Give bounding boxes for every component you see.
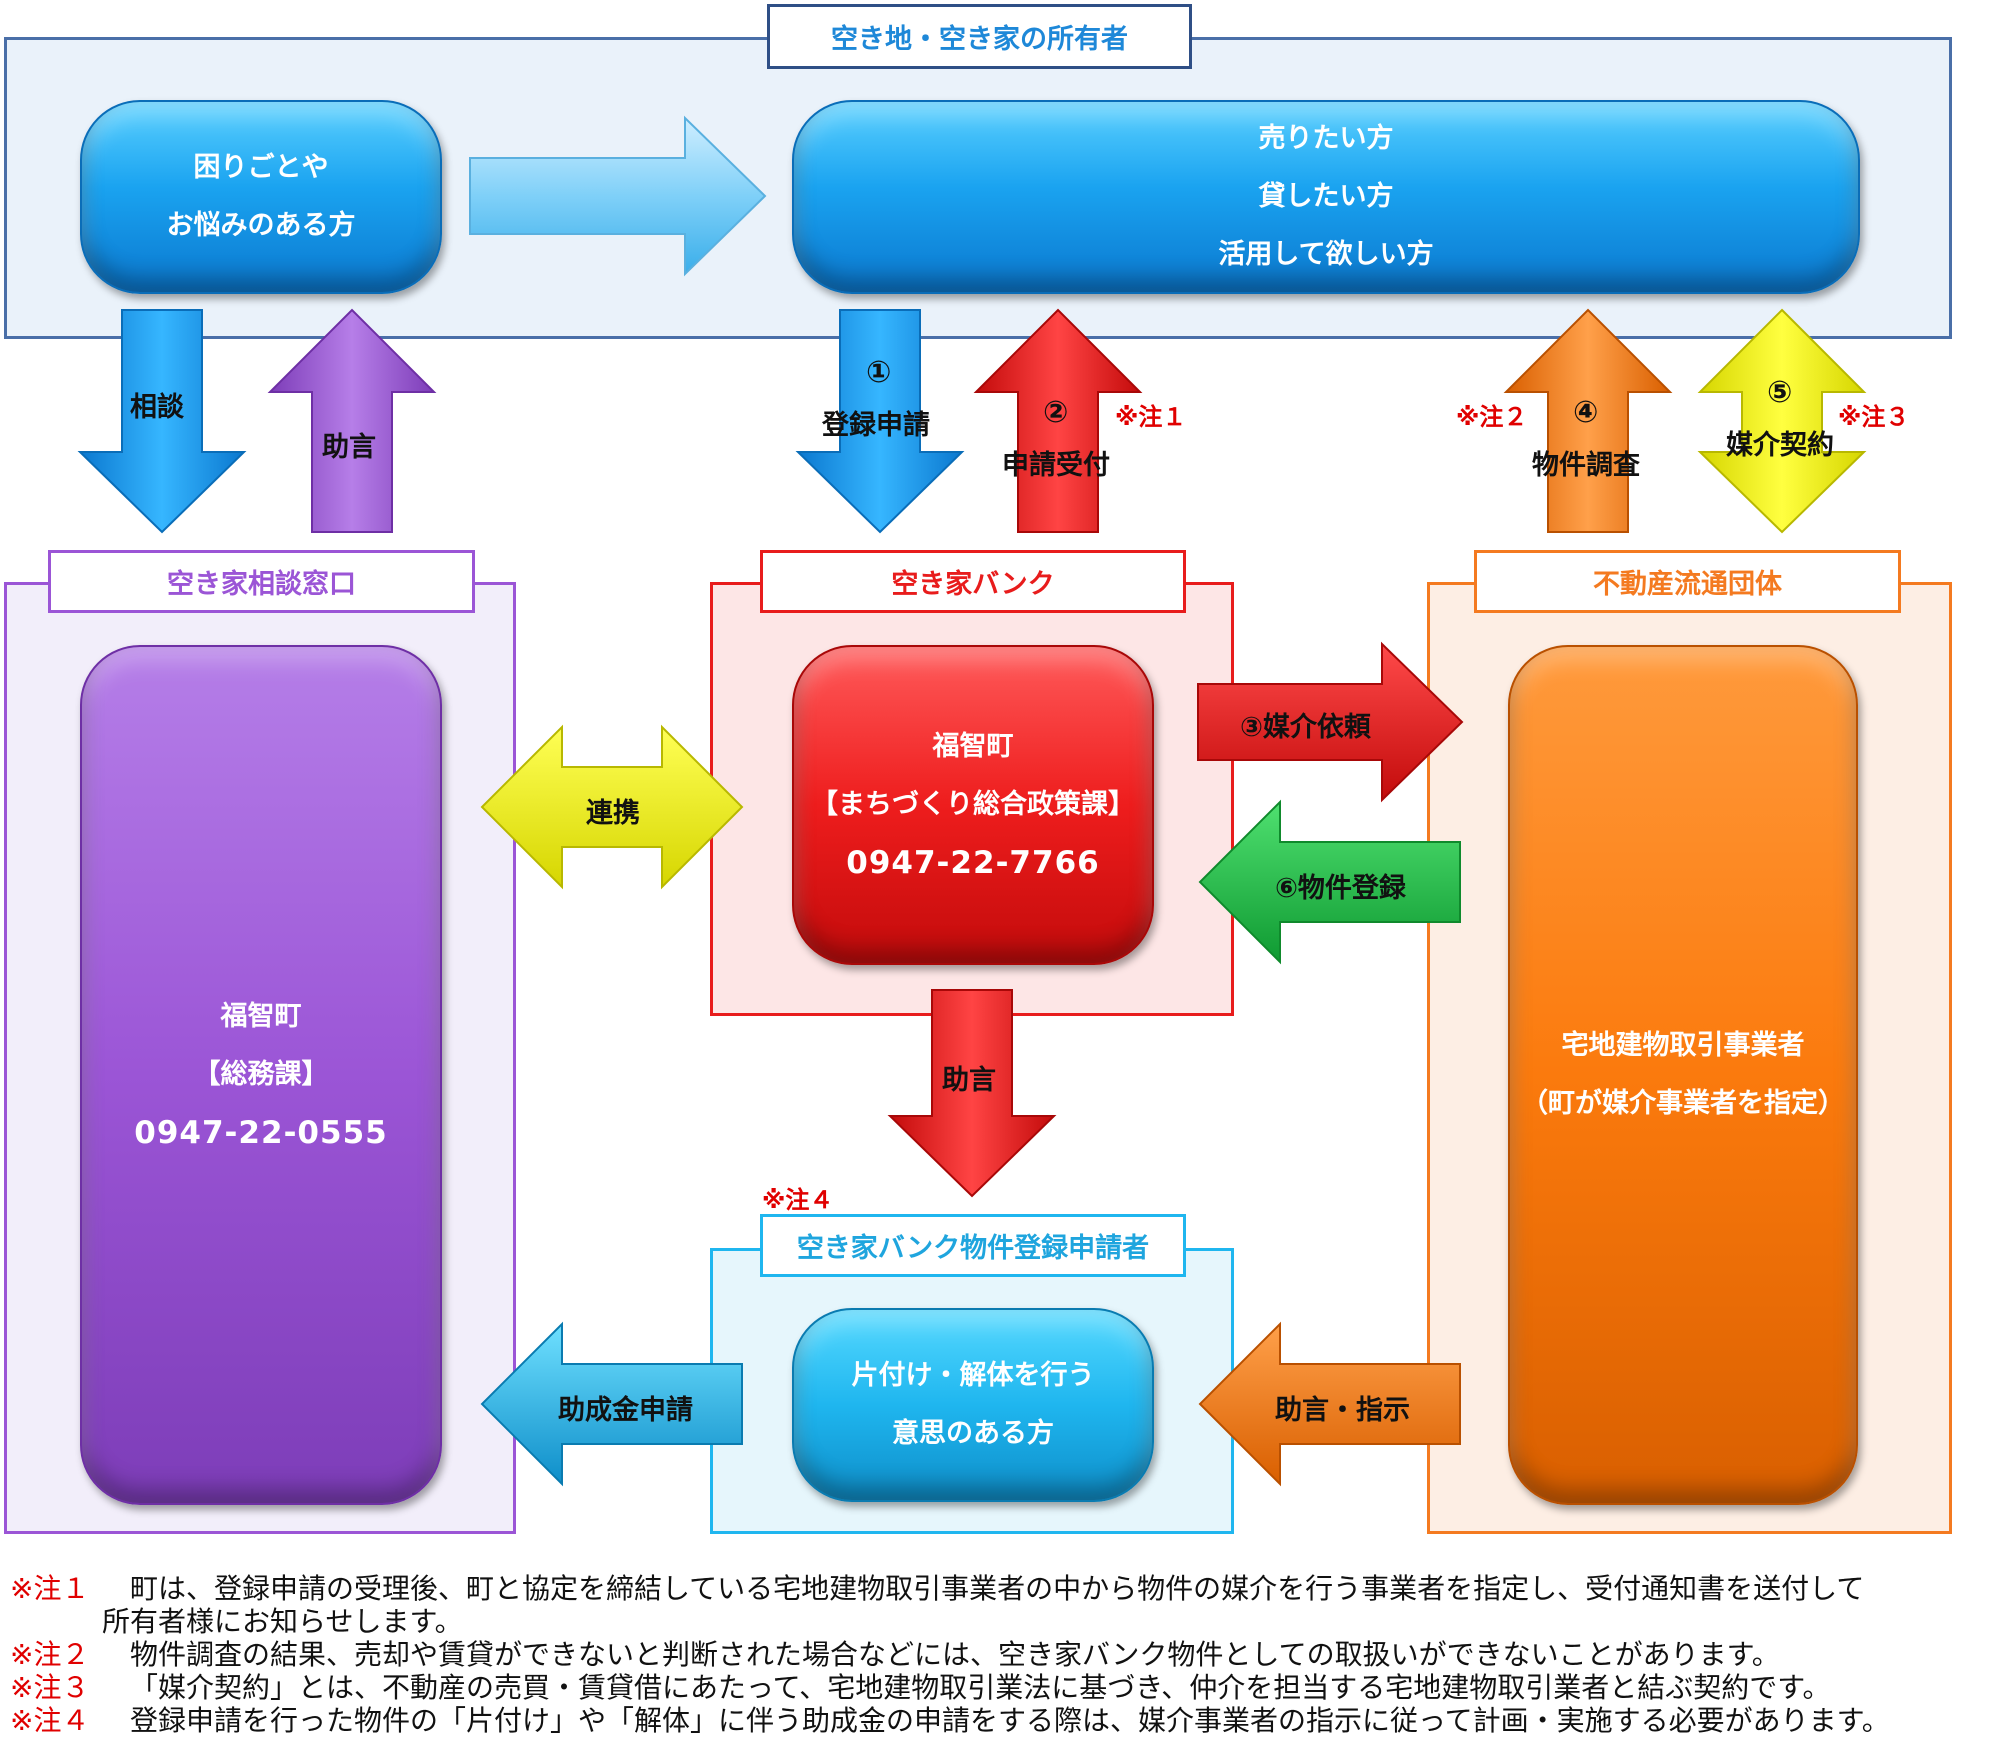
consult-window-title: 空き家相談窓口	[48, 550, 475, 613]
applicant-line-1: 片付け・解体を行う	[851, 1360, 1095, 1391]
footnote-1-text: 町は、登録申請の受理後、町と協定を締結している宅地建物取引事業者の中から物件の媒…	[130, 1572, 1865, 1605]
step5-number: ⑤	[1767, 375, 1793, 410]
consult-window-block: 福智町 【総務課】 0947-22-0555	[80, 645, 442, 1505]
footnote-2: ※注２ 物件調査の結果、売却や賃貸ができないと判断された場合などには、空き家バン…	[10, 1638, 1995, 1671]
seller-line-3: 活用して欲しい方	[1218, 239, 1434, 270]
step2-number: ②	[1043, 395, 1069, 430]
advice-instruction-label: 助言・指示	[1275, 1395, 1410, 1426]
consult-down-arrow	[77, 309, 247, 534]
footnote-1-key: ※注１	[10, 1572, 90, 1605]
advice-down-arrow	[887, 989, 1057, 1198]
step3-request-arrow	[1197, 641, 1464, 803]
step1-label: 登録申請	[822, 410, 930, 441]
applicant-line-2: 意思のある方	[892, 1418, 1054, 1449]
consult-phone: 0947-22-0555	[134, 1115, 388, 1151]
footnote-2-text: 物件調査の結果、売却や賃貸ができないと判断された場合などには、空き家バンク物件と…	[130, 1638, 1780, 1671]
note2-mark: ※注２	[1456, 403, 1528, 431]
step3-label: ③媒介依頼	[1240, 712, 1371, 743]
step5-contract-arrow	[1697, 308, 1867, 534]
cooperation-label: 連携	[586, 798, 640, 829]
advice-up-arrow	[267, 308, 437, 533]
subsidy-arrow	[480, 1321, 743, 1487]
step1-number: ①	[866, 355, 892, 390]
step2-accept-arrow	[973, 308, 1143, 533]
cooperation-arrow	[480, 724, 744, 890]
owner-right-arrow	[469, 115, 767, 277]
footnote-4: ※注４ 登録申請を行った物件の「片付け」や「解体」に伴う助成金の申請をする際は、…	[10, 1704, 1995, 1737]
subsidy-label: 助成金申請	[558, 1395, 693, 1426]
troubled-owner-block: 困りごとや お悩みのある方	[80, 100, 442, 294]
footnote-4-text: 登録申請を行った物件の「片付け」や「解体」に伴う助成金の申請をする際は、媒介事業…	[130, 1704, 1890, 1737]
realestate-block: 宅地建物取引事業者 （町が媒介事業者を指定）	[1508, 645, 1858, 1505]
footnote-1-cont: 所有者様にお知らせします。	[102, 1605, 463, 1638]
step2-label: 申請受付	[1002, 450, 1110, 481]
applicant-title: 空き家バンク物件登録申請者	[760, 1214, 1186, 1277]
footnote-3-key: ※注３	[10, 1671, 90, 1704]
troubled-line-2: お悩みのある方	[166, 210, 356, 241]
consult-label: 相談	[130, 392, 184, 423]
step4-survey-arrow	[1503, 308, 1673, 533]
footnote-3: ※注３ 「媒介契約」とは、不動産の売買・賃貸借にあたって、宅地建物取引業法に基づ…	[10, 1671, 1995, 1704]
realestate-group-title: 不動産流通団体	[1474, 550, 1901, 613]
bank-town: 福智町	[932, 731, 1014, 762]
step6-listing-arrow	[1198, 799, 1461, 965]
seller-line-2: 貸したい方	[1258, 181, 1394, 212]
consult-department: 【総務課】	[193, 1059, 329, 1090]
note4-mark: ※注４	[762, 1186, 834, 1214]
step5-label: 媒介契約	[1726, 430, 1834, 461]
seller-owner-block: 売りたい方 貸したい方 活用して欲しい方	[792, 100, 1860, 294]
owner-region-title: 空き地・空き家の所有者	[767, 4, 1192, 69]
advice-up-label: 助言	[322, 432, 376, 463]
advice-instruction-arrow	[1198, 1321, 1461, 1487]
consult-town: 福智町	[220, 1001, 302, 1032]
realestate-line-1: 宅地建物取引事業者	[1561, 1030, 1805, 1061]
akiya-bank-title: 空き家バンク	[760, 550, 1186, 613]
step4-label: 物件調査	[1532, 450, 1640, 481]
note3-mark: ※注３	[1838, 403, 1910, 431]
bank-phone: 0947-22-7766	[846, 845, 1100, 881]
footnote-2-key: ※注２	[10, 1638, 90, 1671]
footnotes: ※注１ 町は、登録申請の受理後、町と協定を締結している宅地建物取引事業者の中から…	[10, 1572, 1995, 1737]
advice-down-label: 助言	[942, 1065, 996, 1096]
footnote-3-text: 「媒介契約」とは、不動産の売買・賃貸借にあたって、宅地建物取引業法に基づき、仲介…	[130, 1671, 1831, 1704]
step4-number: ④	[1573, 395, 1599, 430]
footnote-4-key: ※注４	[10, 1704, 90, 1737]
note1-mark: ※注１	[1115, 403, 1187, 431]
seller-line-1: 売りたい方	[1258, 123, 1394, 154]
akiya-bank-block: 福智町 【まちづくり総合政策課】 0947-22-7766	[792, 645, 1154, 965]
step6-label: ⑥物件登録	[1275, 873, 1406, 904]
realestate-line-2: （町が媒介事業者を指定）	[1521, 1088, 1845, 1119]
footnote-1: ※注１ 町は、登録申請の受理後、町と協定を締結している宅地建物取引事業者の中から…	[10, 1572, 1995, 1605]
step1-register-arrow	[795, 309, 965, 534]
applicant-block: 片付け・解体を行う 意思のある方	[792, 1308, 1154, 1502]
bank-department: 【まちづくり総合政策課】	[811, 789, 1135, 820]
troubled-line-1: 困りごとや	[193, 152, 329, 183]
